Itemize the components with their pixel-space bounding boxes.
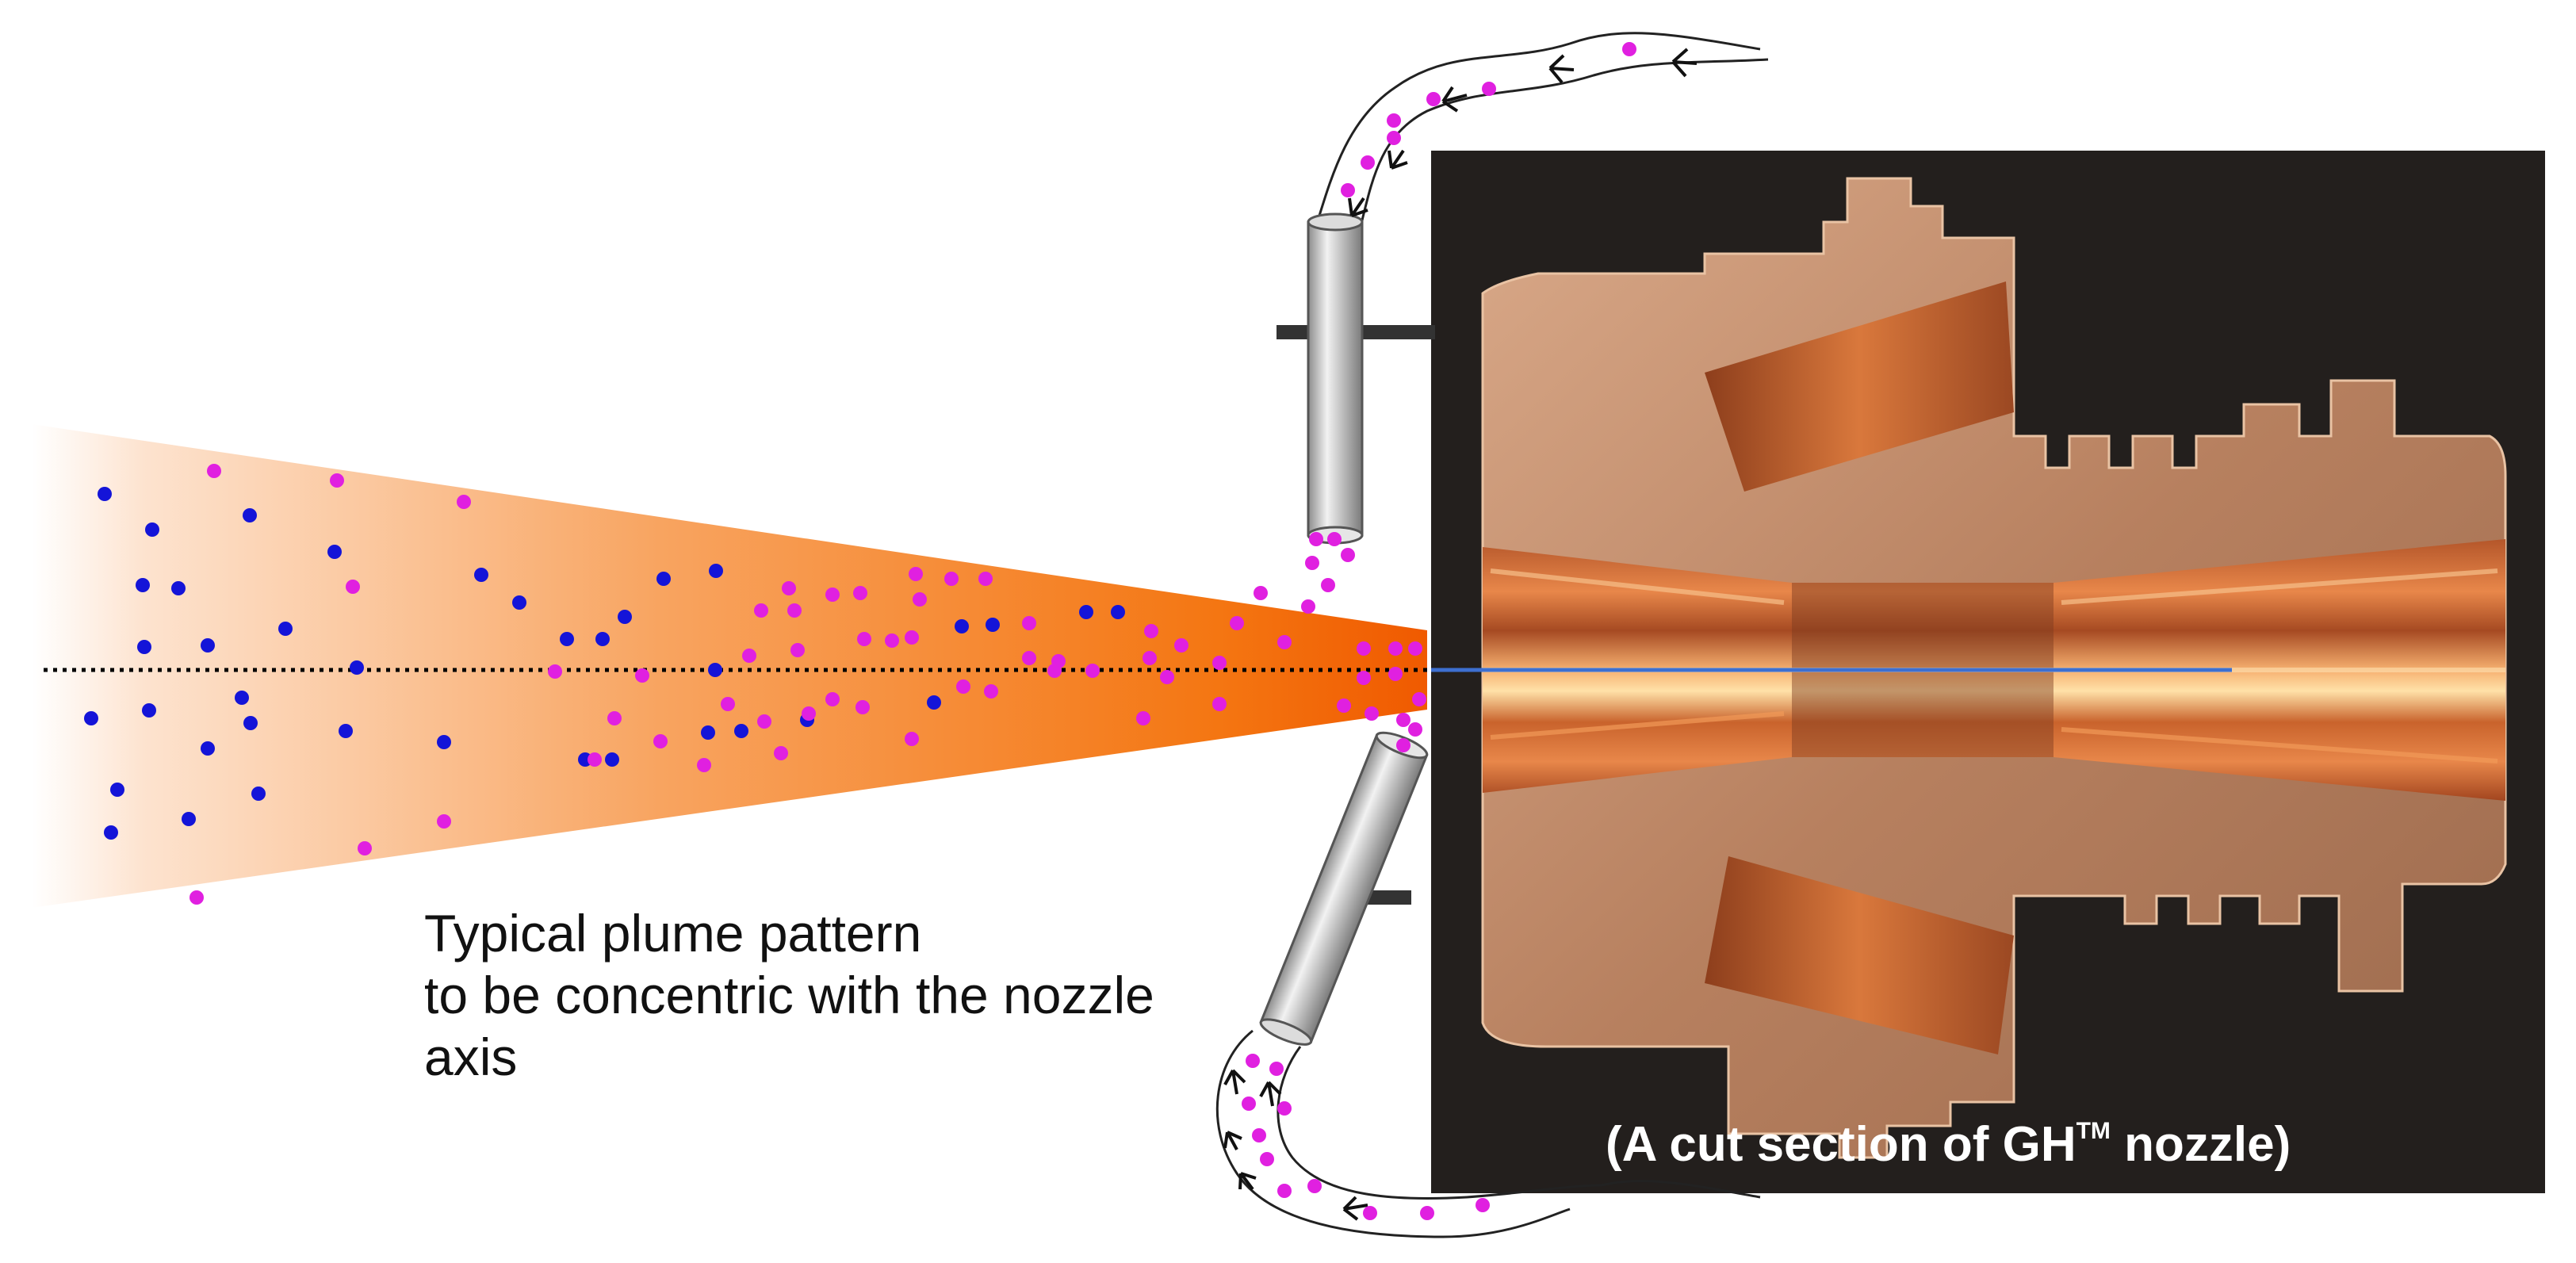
- flow-arrow-icon: [1548, 54, 1575, 84]
- photo-caption: (A cut section of GHTM nozzle): [1606, 1116, 2291, 1173]
- plume-cone: [32, 424, 1427, 908]
- upper-injector-pipe: [1307, 212, 1364, 545]
- trademark-superscript: TM: [2076, 1118, 2111, 1145]
- flow-arrow-icon: [1441, 86, 1468, 113]
- flow-arrow-icon: [1238, 1172, 1257, 1191]
- lower-injector-pipe: [1259, 731, 1429, 1046]
- flow-arrows: [1223, 48, 1698, 1221]
- flow-arrow-icon: [1388, 149, 1408, 170]
- flow-arrow-icon: [1223, 1069, 1246, 1095]
- flow-arrow-icon: [1259, 1081, 1282, 1107]
- flow-arrow-icon: [1223, 1131, 1242, 1150]
- particles-magenta: [189, 42, 1636, 1220]
- plume-caption: Typical plume pattern to be concentric w…: [424, 902, 1154, 1088]
- flow-arrow-icon: [1671, 48, 1698, 78]
- plume-caption-line-1: Typical plume pattern: [424, 904, 922, 963]
- lower-bracket: [1360, 890, 1411, 905]
- flow-arrow-icon: [1348, 197, 1368, 217]
- flow-arrow-icon: [1342, 1196, 1368, 1221]
- photo-caption-prefix: (A cut section of GH: [1606, 1117, 2076, 1172]
- plume-caption-line-2: to be concentric with the nozzle: [424, 966, 1154, 1024]
- plume-caption-line-3: axis: [424, 1028, 518, 1086]
- photo-caption-suffix: nozzle): [2110, 1117, 2291, 1172]
